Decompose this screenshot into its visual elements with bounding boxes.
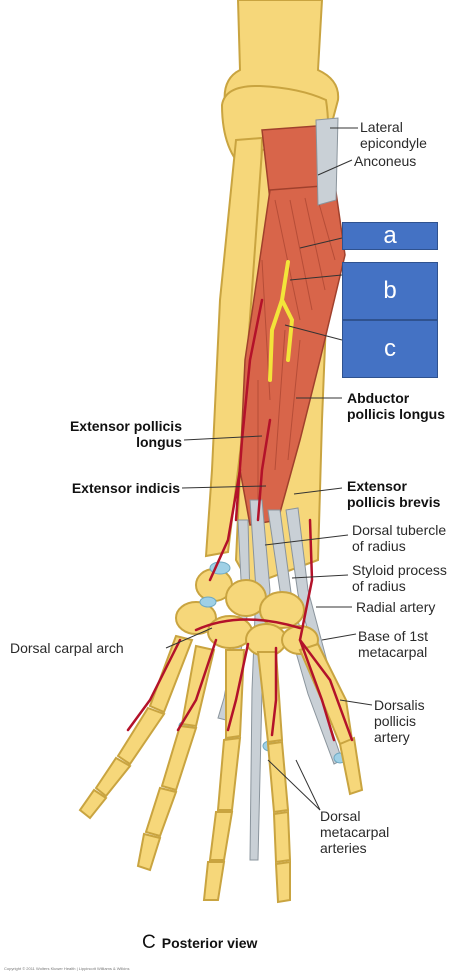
- posterior-interosseous-nerve: [268, 260, 295, 382]
- label-line: longus: [136, 434, 182, 450]
- label-abductor-pollicis-longus: Abductor pollicis longus: [347, 390, 445, 422]
- label-line: of radius: [352, 578, 406, 594]
- label-dorsal-carpal-arch: Dorsal carpal arch: [10, 640, 124, 656]
- label-line: arteries: [320, 840, 367, 856]
- copyright-notice: Copyright © 2011 Wolters Kluwer Health |…: [4, 966, 130, 971]
- label-line: Abductor: [347, 390, 410, 406]
- label-line: artery: [374, 729, 410, 745]
- label-dorsalis-pollicis-artery: Dorsalis pollicis artery: [374, 697, 425, 745]
- label-extensor-pollicis-brevis: Extensor pollicis brevis: [347, 478, 440, 510]
- label-dorsal-tubercle-of-radius: Dorsal tubercle of radius: [352, 522, 446, 554]
- label-line: pollicis brevis: [347, 494, 441, 510]
- hand-bones: [78, 634, 364, 904]
- answer-box-a[interactable]: a: [342, 222, 438, 250]
- carpal-bones: [175, 568, 319, 657]
- label-line: Dorsal tubercle: [352, 522, 447, 538]
- label-base-of-1st-metacarpal: Base of 1st metacarpal: [358, 628, 428, 660]
- label-line: Base of 1st: [358, 628, 429, 644]
- label-line: of radius: [352, 538, 406, 554]
- label-dorsal-metacarpal-arteries: Dorsal metacarpal arteries: [320, 808, 389, 856]
- label-extensor-indicis: Extensor indicis: [71, 480, 180, 496]
- label-anconeus: Anconeus: [354, 153, 417, 169]
- label-lateral-epicondyle: Lateral epicondyle: [360, 119, 427, 151]
- answer-box-c[interactable]: c: [342, 320, 438, 378]
- lateral-epicondyle-tendon: [315, 117, 339, 206]
- label-line: Dorsalis: [374, 697, 425, 713]
- label-styloid-process-of-radius: Styloid process of radius: [352, 562, 447, 594]
- label-line: metacarpal: [358, 644, 428, 660]
- label-line: pollicis longus: [347, 406, 446, 422]
- label-line: Dorsal: [320, 808, 361, 824]
- caption-view: Posterior view: [161, 935, 258, 951]
- label-line: pollicis: [374, 713, 417, 729]
- label-extensor-pollicis-longus: Extensor pollicis longus: [52, 418, 182, 450]
- answer-box-b[interactable]: b: [342, 262, 438, 320]
- label-line: Extensor pollicis: [69, 418, 182, 434]
- label-line: Extensor: [347, 478, 407, 494]
- label-line: Styloid process: [352, 562, 447, 578]
- label-line: epicondyle: [360, 135, 427, 151]
- leader-lines: [165, 127, 373, 811]
- caption-letter: C: [142, 932, 156, 953]
- arteries: [126, 298, 354, 742]
- label-line: metacarpal: [320, 824, 390, 840]
- label-line: Lateral: [360, 119, 403, 135]
- label-radial-artery: Radial artery: [356, 599, 436, 615]
- figure-caption: C Posterior view: [142, 932, 257, 954]
